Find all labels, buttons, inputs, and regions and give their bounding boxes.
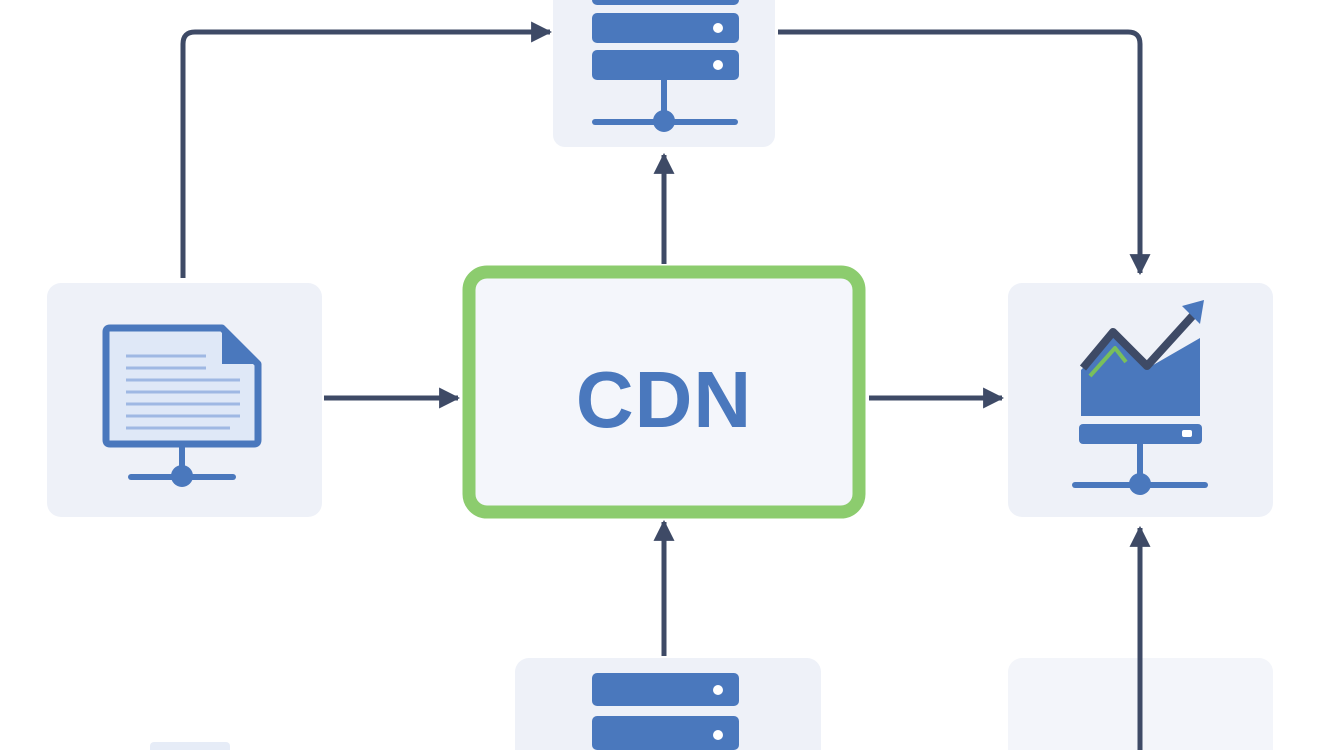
server-icon bbox=[592, 673, 739, 750]
analytics-server-icon bbox=[1072, 300, 1208, 495]
cdn-node bbox=[462, 265, 866, 519]
arrow-origin-to-analytics bbox=[778, 29, 1151, 276]
arrow-client-to-origin bbox=[180, 21, 553, 278]
server-icon bbox=[592, 0, 739, 132]
partial-tile-bottom-left bbox=[150, 742, 230, 750]
document-monitor-icon bbox=[102, 324, 262, 487]
cdn-label: CDN bbox=[576, 355, 752, 444]
